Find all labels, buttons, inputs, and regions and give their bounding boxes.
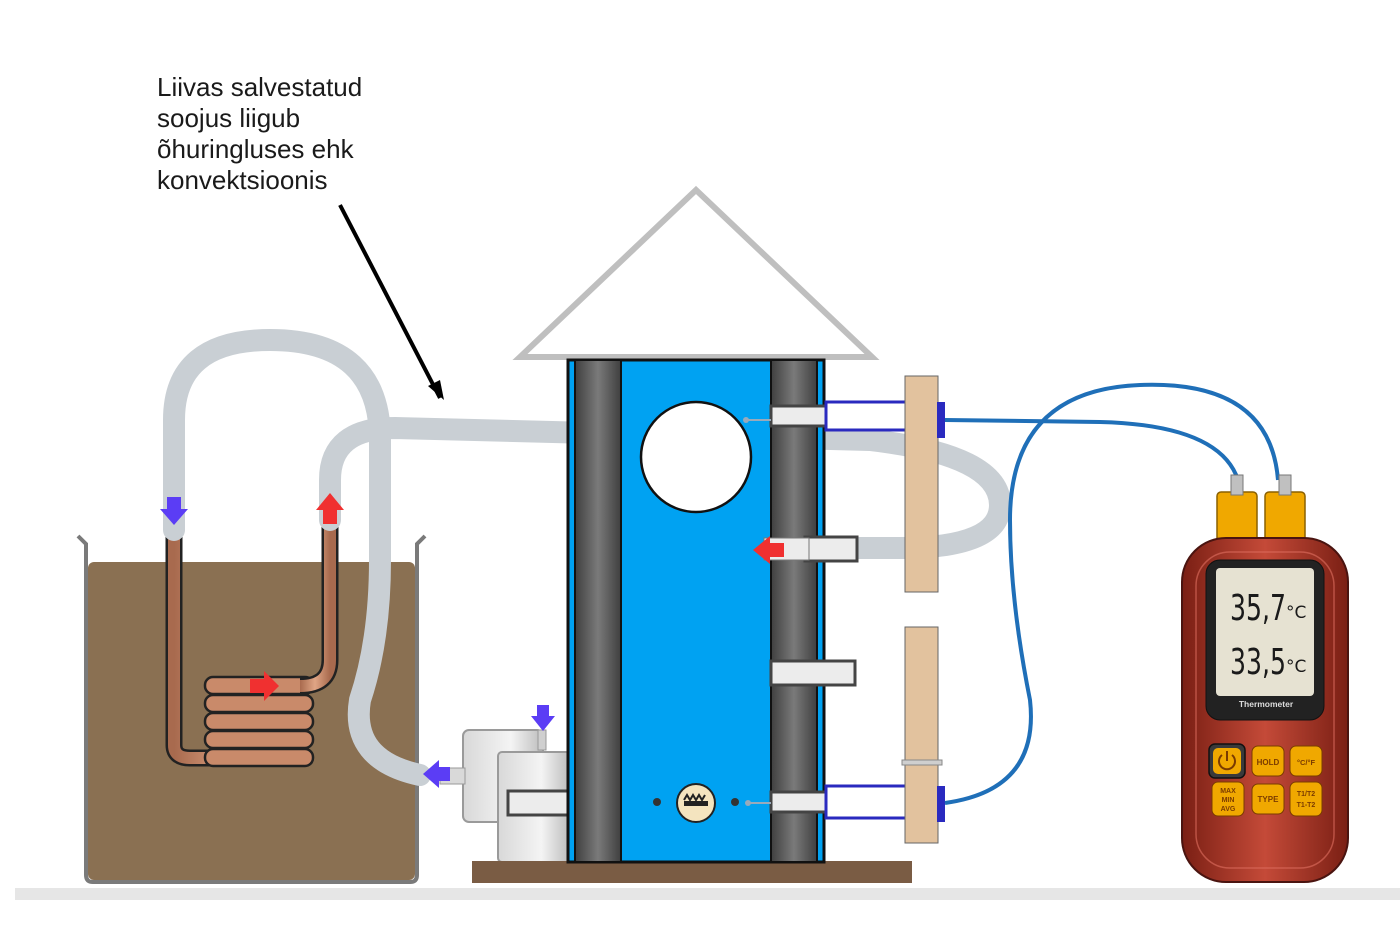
down-arrow-icon xyxy=(160,497,188,525)
t1-t2-label: T1-T2 xyxy=(1297,802,1316,809)
caption-pointer-arrowhead xyxy=(428,380,444,400)
avg-label: AVG xyxy=(1221,806,1236,813)
max-min-avg-button xyxy=(1211,781,1245,817)
power-icon xyxy=(1218,751,1236,771)
up-arrow-icon xyxy=(316,493,344,524)
t1t2-label: T1/T2 xyxy=(1297,791,1315,798)
caption-line-1: Liivas salvestatud xyxy=(157,72,363,102)
right-arrow-icon xyxy=(250,671,279,701)
copper-coil xyxy=(165,520,339,768)
reading-2-unit: °C xyxy=(1286,657,1306,677)
column-window xyxy=(639,400,753,514)
caption-pointer-line xyxy=(338,204,442,399)
thermometer: 35,7 °C 33,5 °C Thermometer HOLD °C/°F M… xyxy=(1181,474,1349,883)
t1t2-button xyxy=(1289,781,1323,817)
air-tubes xyxy=(163,328,1012,786)
caption-line-2: soojus liigub xyxy=(157,103,301,133)
caption: Liivas salvestatud soojus liigub õhuring… xyxy=(157,72,417,196)
cf-button-label: °C/°F xyxy=(1297,758,1315,767)
hold-button-label: HOLD xyxy=(1257,758,1280,767)
reading-2: 33,5 xyxy=(1230,642,1286,683)
floor xyxy=(15,888,1400,900)
lcd-screen xyxy=(1216,568,1314,696)
probe-plug-2 xyxy=(1264,491,1306,543)
reading-1: 35,7 xyxy=(1230,588,1286,629)
hold-button xyxy=(1251,745,1285,777)
left-arrow-icon xyxy=(423,760,450,788)
max-label: MAX xyxy=(1220,788,1236,795)
caption-line-3: õhuringluses ehk xyxy=(157,134,354,164)
reading-1-unit: °C xyxy=(1286,603,1306,623)
storage-column xyxy=(566,358,859,864)
down-arrow-icon xyxy=(531,705,555,731)
base-board xyxy=(472,861,912,883)
type-button-label: TYPE xyxy=(1258,795,1280,804)
caption-line-4: konvektsioonis xyxy=(157,165,328,195)
probe-plug-1 xyxy=(1216,491,1258,543)
roof xyxy=(512,185,880,360)
left-arrow-icon xyxy=(753,536,784,564)
sensor-brackets xyxy=(824,375,945,844)
cf-button xyxy=(1289,745,1323,777)
type-button xyxy=(1251,783,1285,815)
min-label: MIN xyxy=(1222,797,1235,804)
meter-label: Thermometer xyxy=(1239,699,1294,709)
thermocouple-wires xyxy=(944,382,1280,805)
